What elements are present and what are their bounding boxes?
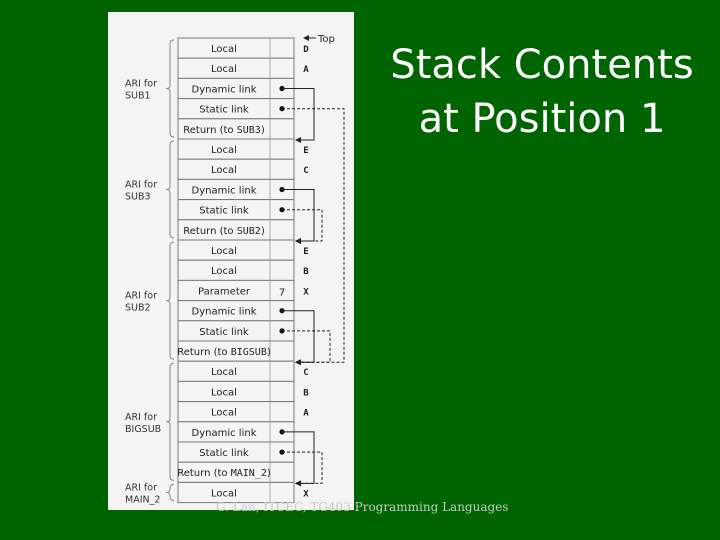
variable-label: A bbox=[303, 65, 309, 75]
variable-label: C bbox=[303, 368, 308, 378]
cell-label: Static link bbox=[199, 327, 249, 338]
variable-label: E bbox=[303, 146, 308, 156]
group-brace bbox=[165, 140, 175, 239]
top-label: Top bbox=[317, 34, 335, 45]
static-link-arrow bbox=[282, 108, 345, 366]
cell-label: Local bbox=[211, 64, 237, 75]
cell-label: Local bbox=[211, 44, 237, 55]
group-label-line2: SUB3 bbox=[125, 192, 151, 203]
static-link-arrow bbox=[282, 209, 323, 244]
cell-label: Parameter bbox=[198, 286, 251, 297]
cell-label: Local bbox=[211, 488, 237, 499]
variable-label: B bbox=[303, 267, 309, 277]
variable-label: C bbox=[303, 166, 308, 176]
group-label-line1: ARI for bbox=[125, 483, 157, 494]
group-brace bbox=[165, 39, 175, 138]
cell-label: Return (to SUB2) bbox=[183, 226, 265, 237]
stack-cell bbox=[177, 481, 295, 504]
cell-label: Return (to MAIN_2) bbox=[177, 468, 271, 479]
cell-label: Return (to BIGSUB) bbox=[177, 347, 271, 358]
slide-footer: G. Lan, ITCEC, TG403 Programming Languag… bbox=[216, 500, 509, 514]
cell-label: Local bbox=[211, 266, 237, 277]
pointer-dot bbox=[279, 85, 285, 92]
pointer-dot bbox=[279, 328, 285, 334]
pointer-dot bbox=[279, 186, 285, 193]
group-label-line1: ARI for bbox=[125, 291, 157, 302]
cell-label: Local bbox=[211, 165, 237, 176]
group-brace bbox=[165, 241, 175, 360]
cell-label: Static link bbox=[199, 448, 249, 459]
static-link-arrow bbox=[282, 330, 331, 366]
pointer-dot bbox=[279, 429, 285, 435]
cell-label: Dynamic link bbox=[192, 307, 257, 318]
slide-title-line2: at Position 1 bbox=[418, 96, 666, 142]
variable-label: B bbox=[303, 388, 309, 398]
group-brace bbox=[165, 362, 175, 481]
variable-label: X bbox=[303, 287, 309, 297]
dynamic-link-arrow bbox=[282, 88, 315, 143]
slide-title-line1: Stack Contents bbox=[390, 42, 694, 88]
dynamic-link-arrow bbox=[282, 189, 315, 244]
cell-label: Local bbox=[211, 387, 237, 398]
cell-label: Local bbox=[211, 367, 237, 378]
slide-title: Stack Contents at Position 1 bbox=[372, 38, 712, 146]
variable-label: D bbox=[303, 45, 309, 55]
variable-label: E bbox=[303, 247, 308, 257]
cell-label: Dynamic link bbox=[192, 84, 257, 95]
pointer-dot bbox=[279, 207, 285, 213]
cell-label: Local bbox=[211, 408, 237, 419]
cell-label: Local bbox=[211, 246, 237, 257]
group-label-line2: BIGSUB bbox=[125, 424, 161, 435]
variable-label: A bbox=[303, 409, 309, 419]
cell-label: Static link bbox=[199, 206, 249, 217]
group-label-line1: ARI for bbox=[125, 412, 157, 423]
group-label-line1: ARI for bbox=[125, 79, 157, 90]
cell-label: Dynamic link bbox=[192, 428, 257, 439]
variable-label: X bbox=[303, 489, 309, 499]
group-label-line1: ARI for bbox=[125, 180, 157, 191]
pointer-dot bbox=[279, 449, 285, 455]
pointer-dot bbox=[279, 106, 285, 112]
group-label-line2: SUB2 bbox=[125, 303, 151, 314]
cell-label: Static link bbox=[199, 105, 249, 116]
cell-label: Return (to SUB3) bbox=[183, 125, 265, 136]
dynamic-link-arrow bbox=[282, 431, 315, 487]
pointer-dot bbox=[279, 308, 285, 314]
dynamic-link-arrow bbox=[282, 310, 315, 366]
cell-label: Dynamic link bbox=[192, 185, 257, 196]
group-label-line2: MAIN_2 bbox=[125, 495, 160, 506]
group-label-line2: SUB1 bbox=[125, 91, 151, 102]
cell-label: Local bbox=[211, 145, 237, 156]
static-link-arrow bbox=[282, 451, 323, 487]
cell-value: 7 bbox=[279, 287, 285, 298]
group-brace bbox=[165, 483, 175, 502]
